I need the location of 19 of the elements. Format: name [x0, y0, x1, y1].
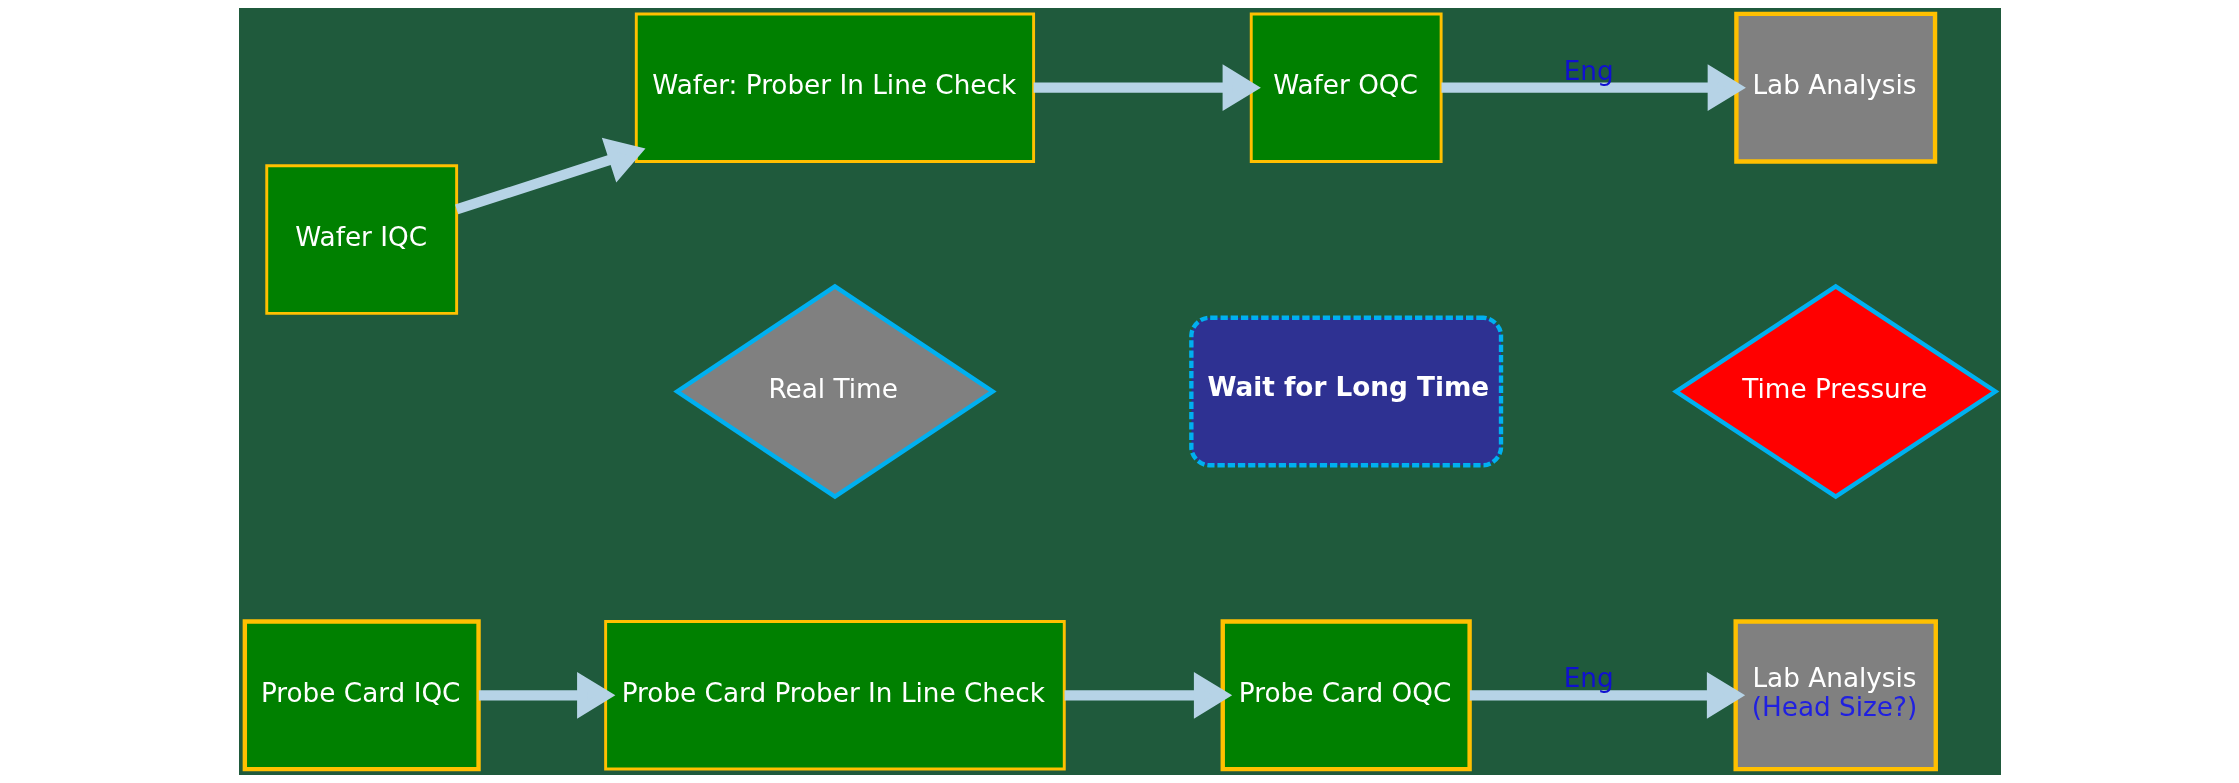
arrow	[1033, 64, 1261, 112]
node-box: Wafer IQC	[264, 164, 458, 315]
arrow	[1441, 64, 1746, 112]
node-box: Probe Card OQC	[1220, 619, 1472, 772]
node-box: Lab Analysis (Head Size?)	[1733, 619, 1938, 772]
arrow	[454, 137, 645, 215]
node-box: Wafer: Prober In Line Check	[634, 12, 1035, 163]
node-diamond: Real Time	[672, 283, 997, 500]
node-box: Wait for Long Time	[1188, 315, 1503, 468]
node-diamond: Time Pressure	[1671, 283, 1999, 500]
arrow	[1469, 671, 1745, 719]
edge-label: Eng	[1563, 55, 1614, 86]
edge-label: Eng	[1563, 663, 1614, 694]
node-box: Wafer OQC	[1249, 12, 1443, 163]
node-box: Probe Card IQC	[242, 619, 481, 772]
node-box: Probe Card Prober In Line Check	[603, 620, 1066, 771]
arrow	[1064, 671, 1232, 719]
node-box: Lab Analysis	[1733, 11, 1937, 164]
arrow	[478, 671, 615, 719]
